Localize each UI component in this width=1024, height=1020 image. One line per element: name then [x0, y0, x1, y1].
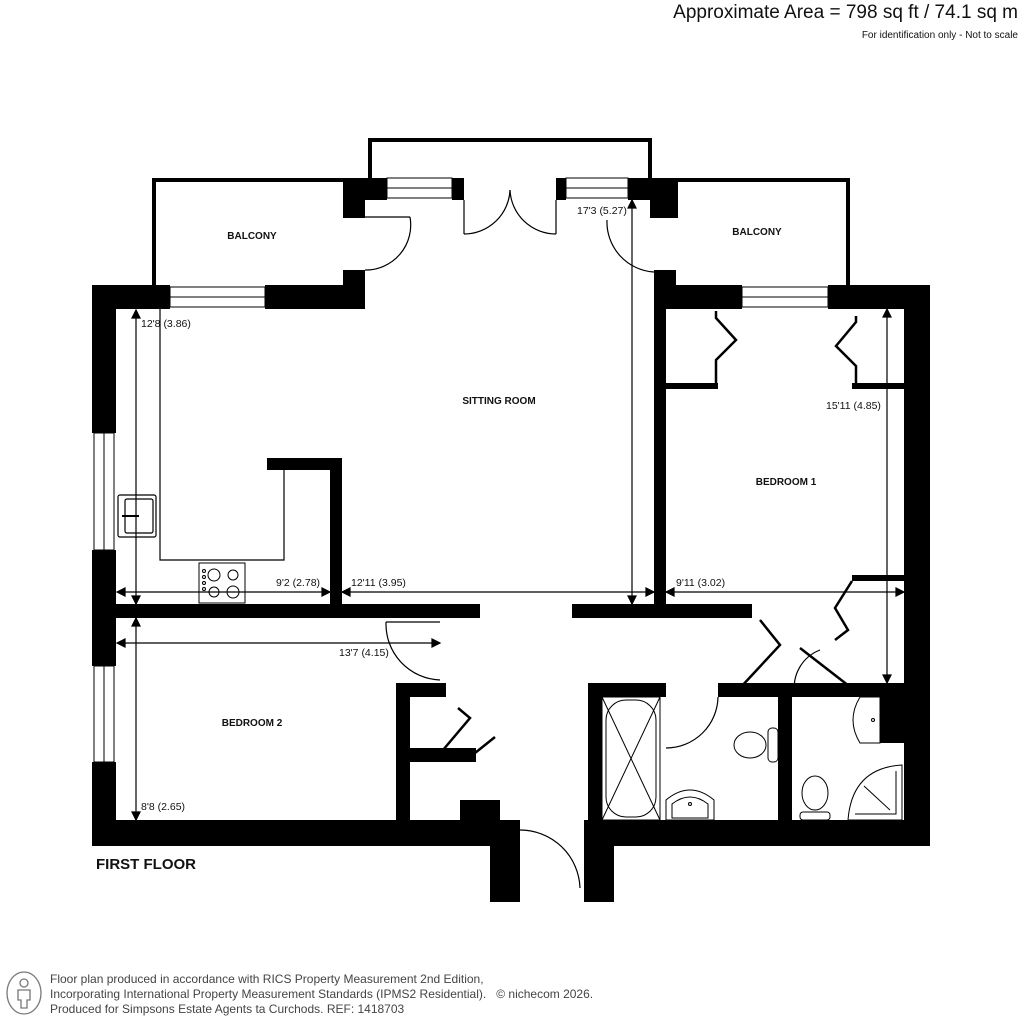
- basin-icon: [665, 789, 715, 821]
- dim-bedroom1-height: 15'11 (4.85): [826, 400, 881, 412]
- balcony-right-outline: [678, 178, 850, 287]
- door-swings: [364, 189, 821, 889]
- ensuite-toilet-icon: [799, 775, 831, 821]
- hob-icon: [198, 562, 246, 604]
- dim-sitting-width: 12'11 (3.95): [351, 577, 406, 589]
- dim-bedroom2-height: 8'8 (2.65): [141, 801, 185, 813]
- footer-credits: Floor plan produced in accordance with R…: [50, 972, 593, 1017]
- shower-icon: [847, 764, 903, 821]
- toilet-icon: [733, 727, 779, 763]
- bath-icon: [601, 696, 661, 821]
- copyright: © nichecom 2026.: [496, 987, 594, 1001]
- room-label-bedroom1: BEDROOM 1: [756, 477, 817, 488]
- kitchen-worktop: [159, 309, 285, 561]
- walls: [92, 178, 930, 902]
- room-label-bedroom2: BEDROOM 2: [222, 718, 283, 729]
- approximate-area: Approximate Area = 798 sq ft / 74.1 sq m: [673, 2, 1018, 23]
- room-label-balcony-right: BALCONY: [732, 227, 782, 238]
- footer-line-2: Incorporating International Property Mea…: [50, 987, 487, 1001]
- windows: [93, 177, 829, 763]
- ensuite-basin-icon: [852, 696, 881, 744]
- dimension-lines: [115, 198, 906, 822]
- room-label-balcony-left: BALCONY: [227, 231, 277, 242]
- dim-kitchen-width: 9'2 (2.78): [276, 577, 320, 589]
- wardrobe-doors: [442, 311, 858, 758]
- dim-sitting-height: 17'3 (5.27): [577, 205, 627, 217]
- scale-note: For identification only - Not to scale: [861, 30, 1018, 41]
- balcony-left-outline: [152, 178, 345, 287]
- dim-bedroom1-width: 9'11 (3.02): [676, 577, 725, 589]
- dim-sitting-left-height: 12'8 (3.86): [141, 318, 191, 330]
- footer-line-1: Floor plan produced in accordance with R…: [50, 972, 484, 986]
- person-icon: [6, 971, 42, 1015]
- sink-icon: [117, 494, 157, 538]
- footer-line-3: Produced for Simpsons Estate Agents ta C…: [50, 1002, 405, 1016]
- floor-label: FIRST FLOOR: [96, 856, 196, 873]
- room-label-sitting-room: SITTING ROOM: [462, 396, 535, 407]
- bay-outline: [368, 138, 652, 178]
- dim-bedroom2-width: 13'7 (4.15): [339, 647, 389, 659]
